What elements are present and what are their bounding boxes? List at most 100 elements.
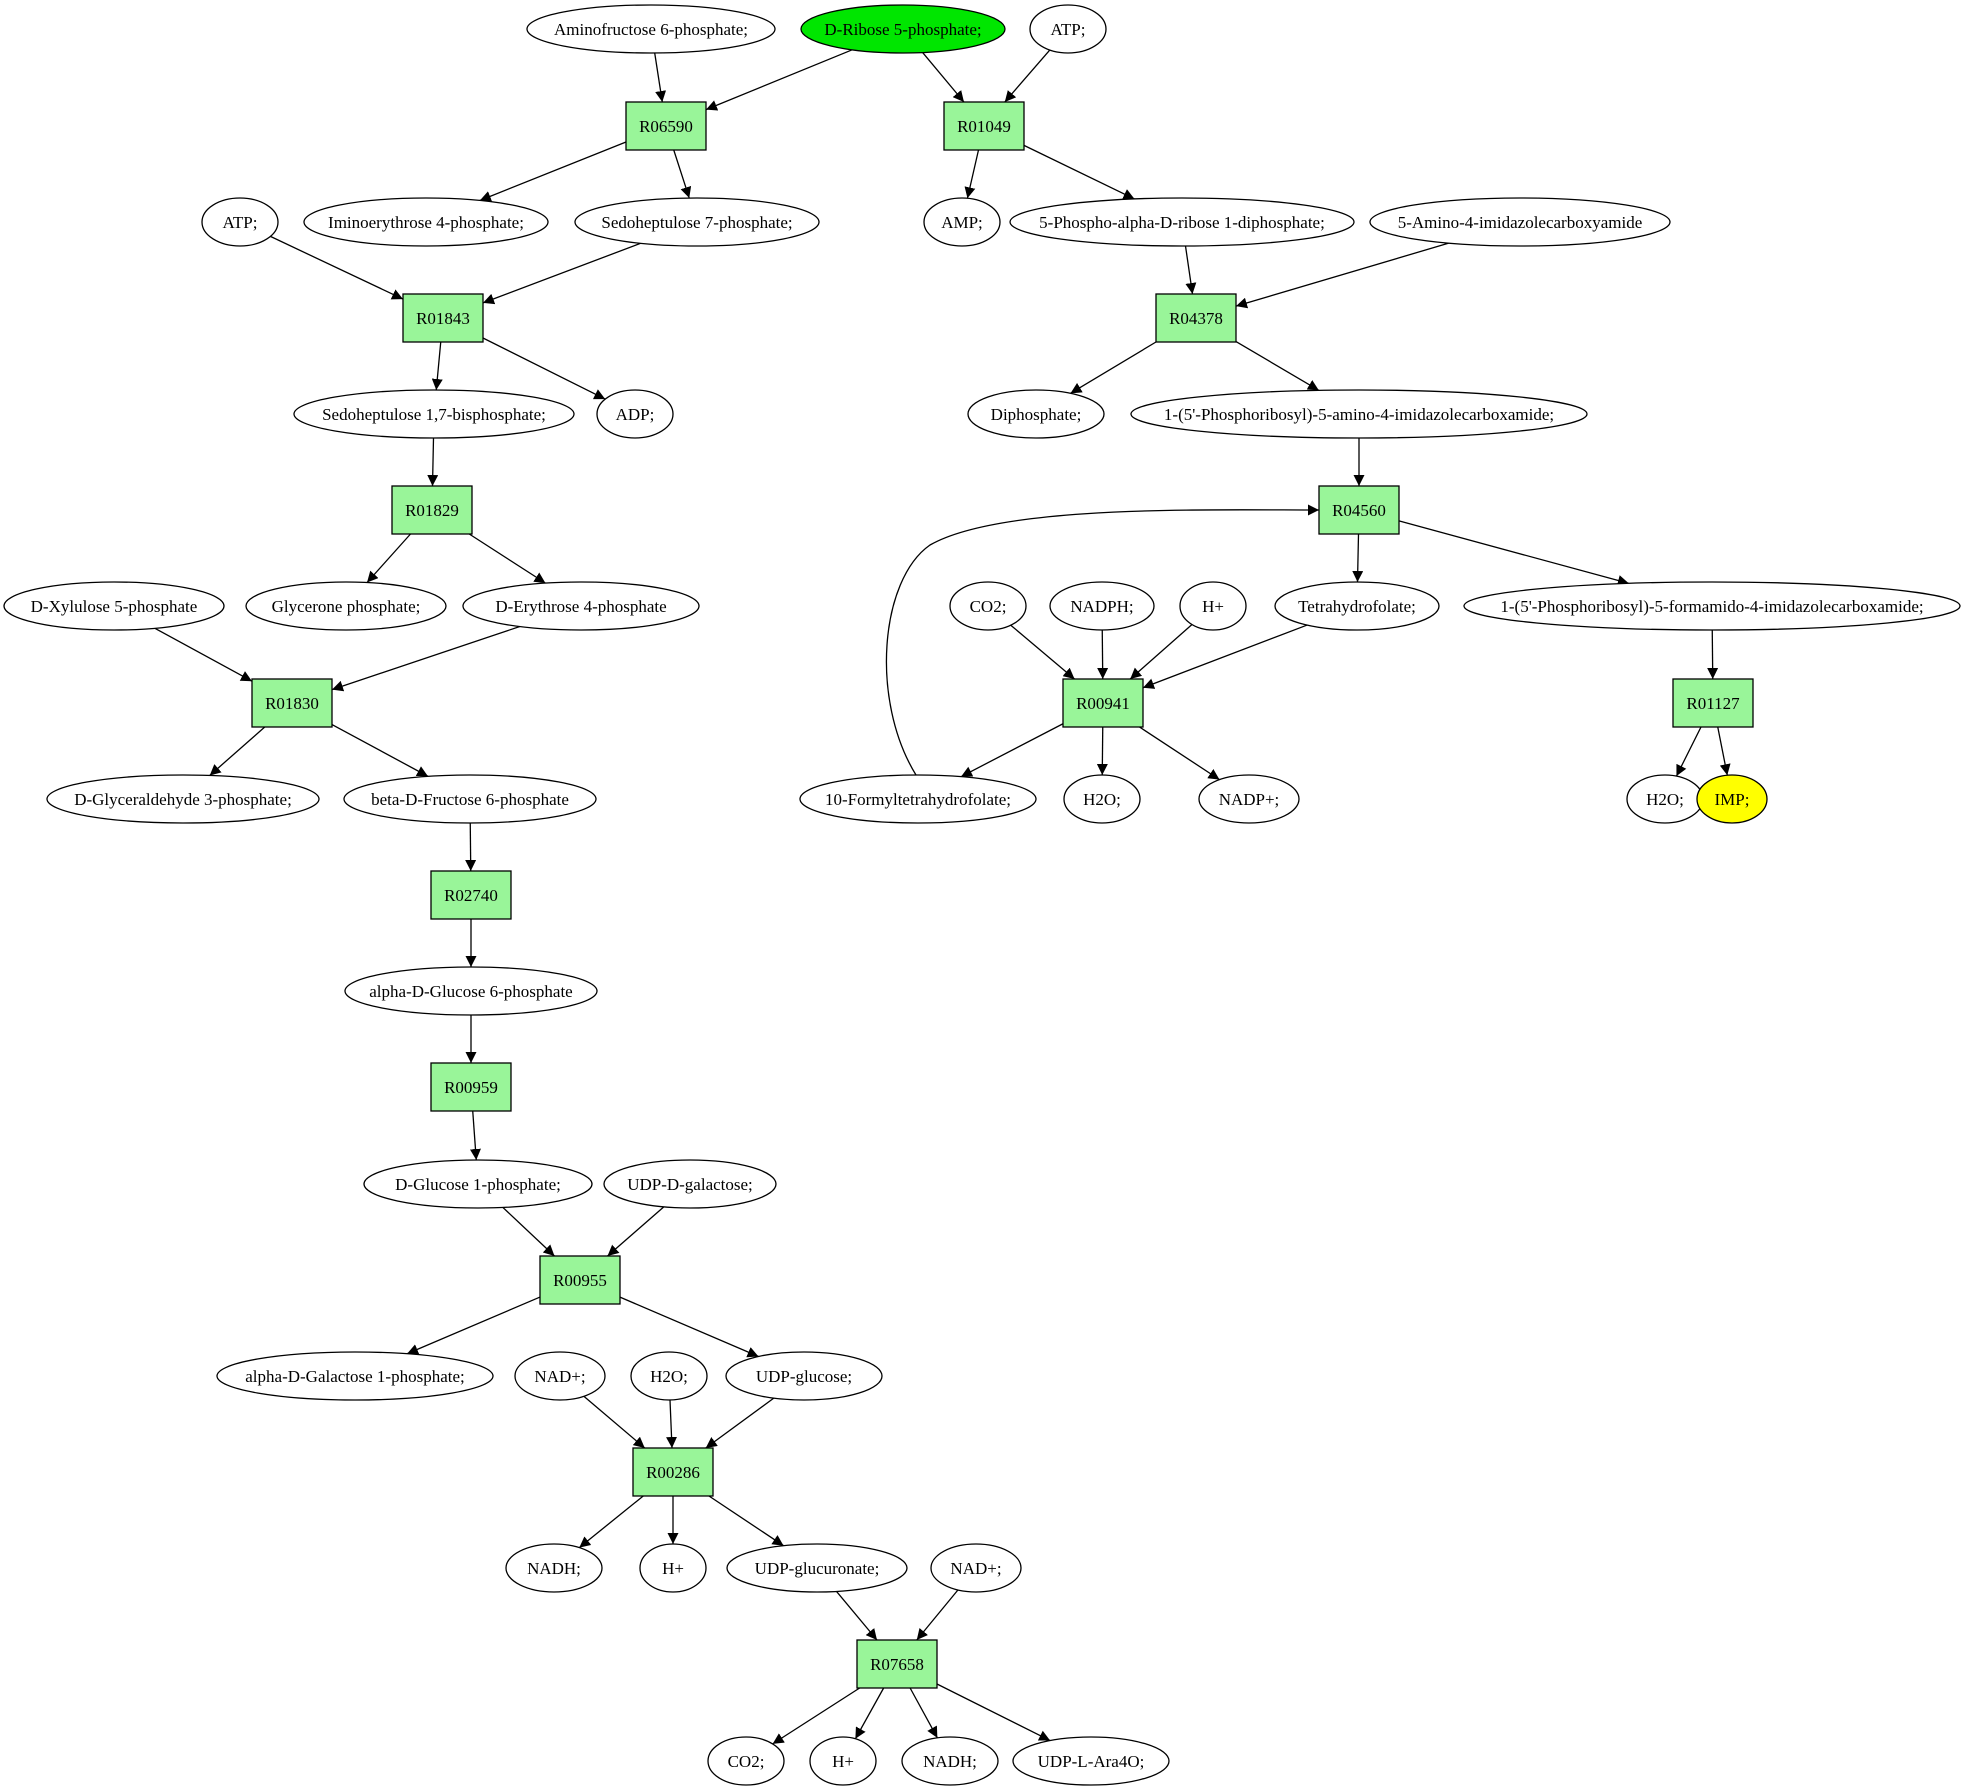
reaction-node-r04378[interactable]: R04378 xyxy=(1155,293,1237,343)
compound-node-h2o1[interactable]: H2O; xyxy=(1063,774,1141,824)
compound-ellipse xyxy=(526,4,776,54)
compound-node-g6p[interactable]: alpha-D-Glucose 6-phosphate xyxy=(344,966,598,1016)
compound-node-co2a[interactable]: CO2; xyxy=(949,581,1027,631)
compound-label: Diphosphate; xyxy=(991,405,1082,424)
compound-ellipse xyxy=(303,197,549,247)
reaction-node-r01829[interactable]: R01829 xyxy=(391,485,473,535)
compound-node-hplus3[interactable]: H+ xyxy=(809,1736,877,1786)
reaction-node-r00959[interactable]: R00959 xyxy=(430,1062,512,1112)
compound-node-nadph[interactable]: NADPH; xyxy=(1049,581,1155,631)
compound-node-ribose5p[interactable]: D-Ribose 5-phosphate; xyxy=(800,4,1006,54)
edge-r01829-to-c_glycerone xyxy=(366,533,411,583)
reaction-node-r01830[interactable]: R01830 xyxy=(251,678,333,728)
compound-ellipse xyxy=(809,1736,877,1786)
compound-label: ATP; xyxy=(223,213,258,232)
compound-label: 5-Phospho-alpha-D-ribose 1-diphosphate; xyxy=(1039,213,1325,232)
compound-label: D-Ribose 5-phosphate; xyxy=(824,20,981,39)
compound-ellipse xyxy=(967,389,1105,439)
reaction-node-r01127[interactable]: R01127 xyxy=(1672,678,1754,728)
compound-node-aminofructose[interactable]: Aminofructose 6-phosphate; xyxy=(526,4,776,54)
reaction-node-r00941[interactable]: R00941 xyxy=(1062,678,1144,728)
compound-ellipse xyxy=(1130,389,1588,439)
compound-ellipse xyxy=(930,1543,1022,1593)
compound-node-nadpplus[interactable]: NADP+; xyxy=(1198,774,1300,824)
compound-node-udpglcA[interactable]: UDP-glucuronate; xyxy=(726,1543,908,1593)
compound-node-xylulose[interactable]: D-Xylulose 5-phosphate xyxy=(3,581,225,631)
edge-c_sedo17-to-r01829 xyxy=(427,437,439,487)
compound-ellipse xyxy=(293,389,575,439)
compound-node-iminoerythrose[interactable]: Iminoerythrose 4-phosphate; xyxy=(303,197,549,247)
compound-node-udpgal[interactable]: UDP-D-galactose; xyxy=(603,1159,777,1209)
edge-r01049-to-c_prpp xyxy=(1023,144,1135,200)
compound-node-erythrose4p[interactable]: D-Erythrose 4-phosphate xyxy=(462,581,700,631)
compound-label: UDP-D-galactose; xyxy=(627,1175,753,1194)
compound-node-co2b[interactable]: CO2; xyxy=(707,1736,785,1786)
compound-label: Glycerone phosphate; xyxy=(272,597,421,616)
edge-c_thf-to-r00941 xyxy=(1142,624,1308,689)
reaction-node-r01843[interactable]: R01843 xyxy=(402,293,484,343)
compound-ellipse xyxy=(505,1543,603,1593)
compound-node-g1p[interactable]: D-Glucose 1-phosphate; xyxy=(363,1159,593,1209)
compound-node-gal1p[interactable]: alpha-D-Galactose 1-phosphate; xyxy=(216,1351,494,1401)
edge-r00286-to-c_nadh1 xyxy=(578,1495,644,1549)
reaction-box xyxy=(1318,485,1400,535)
reaction-node-r02740[interactable]: R02740 xyxy=(430,870,512,920)
compound-node-udpglc[interactable]: UDP-glucose; xyxy=(725,1351,883,1401)
compound-node-glycerone[interactable]: Glycerone phosphate; xyxy=(245,581,447,631)
compound-node-diphosphate[interactable]: Diphosphate; xyxy=(967,389,1105,439)
compound-label: beta-D-Fructose 6-phosphate xyxy=(371,790,569,809)
compound-node-imp[interactable]: IMP; xyxy=(1696,774,1768,824)
compound-node-f6p[interactable]: beta-D-Fructose 6-phosphate xyxy=(343,774,597,824)
compound-node-prpp[interactable]: 5-Phospho-alpha-D-ribose 1-diphosphate; xyxy=(1009,197,1355,247)
compound-node-nadplus2[interactable]: NAD+; xyxy=(930,1543,1022,1593)
compound-node-formylthf[interactable]: 10-Formyltetrahydrofolate; xyxy=(799,774,1037,824)
compound-node-h2o3[interactable]: H2O; xyxy=(630,1351,708,1401)
reaction-node-r04560[interactable]: R04560 xyxy=(1318,485,1400,535)
compound-node-nadh2[interactable]: NADH; xyxy=(901,1736,999,1786)
compound-node-hplus1[interactable]: H+ xyxy=(1179,581,1247,631)
compound-node-aica[interactable]: 5-Amino-4-imidazolecarboxyamide xyxy=(1369,197,1671,247)
compound-node-udpara[interactable]: UDP-L-Ara4O; xyxy=(1012,1736,1170,1786)
compound-ellipse xyxy=(630,1351,708,1401)
compound-label: H+ xyxy=(662,1559,684,1578)
edge-r06590-to-c_sedo7p xyxy=(673,149,692,199)
compound-node-thf[interactable]: Tetrahydrofolate; xyxy=(1274,581,1440,631)
compound-ellipse xyxy=(1463,581,1961,631)
compound-node-hplus2[interactable]: H+ xyxy=(639,1543,707,1593)
edge-r07658-to-c_udpara xyxy=(936,1683,1051,1742)
compound-node-h2o2[interactable]: H2O; xyxy=(1626,774,1704,824)
compound-ellipse xyxy=(596,389,674,439)
reaction-node-r07658[interactable]: R07658 xyxy=(856,1639,938,1689)
edge-c_atp2-to-r01843 xyxy=(270,235,404,300)
edge-c_nadplus1-to-r00286 xyxy=(583,1395,646,1449)
compound-ellipse xyxy=(799,774,1037,824)
compound-label: H2O; xyxy=(1083,790,1121,809)
reaction-node-r01049[interactable]: R01049 xyxy=(943,101,1025,151)
edge-r01843-to-c_sedo17 xyxy=(431,341,443,391)
reaction-node-r00955[interactable]: R00955 xyxy=(539,1255,621,1305)
compound-label: 1-(5'-Phosphoribosyl)-5-amino-4-imidazol… xyxy=(1164,405,1554,424)
compound-node-amp[interactable]: AMP; xyxy=(923,197,1001,247)
compound-label: ADP; xyxy=(616,405,655,424)
compound-node-faicar[interactable]: 1-(5'-Phosphoribosyl)-5-formamido-4-imid… xyxy=(1463,581,1961,631)
edge-r01830-to-c_gap xyxy=(209,726,266,776)
reaction-node-r00286[interactable]: R00286 xyxy=(632,1447,714,1497)
compound-label: NADPH; xyxy=(1070,597,1133,616)
compound-node-atp1[interactable]: ATP; xyxy=(1029,4,1107,54)
compound-ellipse xyxy=(1012,1736,1170,1786)
compound-node-atp2[interactable]: ATP; xyxy=(201,197,279,247)
compound-node-aicar[interactable]: 1-(5'-Phosphoribosyl)-5-amino-4-imidazol… xyxy=(1130,389,1588,439)
compound-label: IMP; xyxy=(1715,790,1750,809)
compound-node-sedo17[interactable]: Sedoheptulose 1,7-bisphosphate; xyxy=(293,389,575,439)
reaction-node-r06590[interactable]: R06590 xyxy=(625,101,707,151)
compound-node-nadplus1[interactable]: NAD+; xyxy=(514,1351,606,1401)
compound-node-nadh1[interactable]: NADH; xyxy=(505,1543,603,1593)
compound-label: alpha-D-Galactose 1-phosphate; xyxy=(245,1367,465,1386)
compound-label: H+ xyxy=(832,1752,854,1771)
compound-node-adp[interactable]: ADP; xyxy=(596,389,674,439)
compound-ellipse xyxy=(901,1736,999,1786)
compound-label: NADH; xyxy=(527,1559,581,1578)
compound-node-sedo7p[interactable]: Sedoheptulose 7-phosphate; xyxy=(574,197,820,247)
compound-node-gap[interactable]: D-Glyceraldehyde 3-phosphate; xyxy=(46,774,320,824)
compound-ellipse xyxy=(726,1543,908,1593)
